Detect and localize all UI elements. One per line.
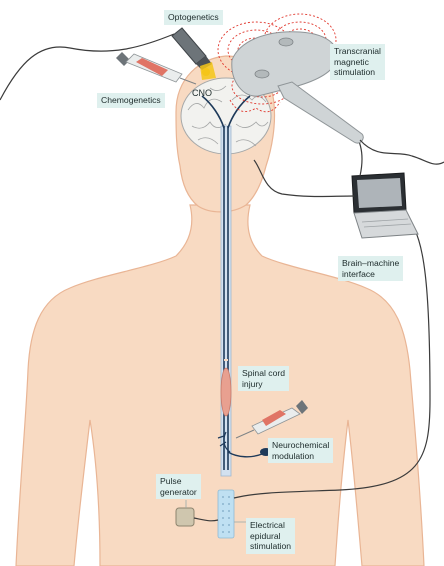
bmi-input-cable [254, 160, 354, 197]
label-electrical-epidural-stimulation: Electrical epidural stimulation [246, 518, 295, 554]
label-transcranial-magnetic-stimulation: Transcranial magnetic stimulation [330, 44, 385, 80]
spinal-cord [221, 126, 231, 476]
optogenetics-icon [172, 28, 212, 70]
label-chemogenetics: Chemogenetics [97, 93, 165, 108]
label-spinal-cord-injury: Spinal cord injury [238, 366, 289, 391]
label-pulse-generator: Pulse generator [156, 474, 201, 499]
spinal-cord-injury [221, 368, 231, 416]
label-optogenetics: Optogenetics [164, 10, 223, 25]
epidural-electrode-array [218, 490, 234, 538]
laptop-icon [352, 173, 418, 238]
label-brain-machine-interface: Brain–machine interface [338, 256, 403, 281]
label-neurochemical-modulation: Neurochemical modulation [268, 438, 333, 463]
tms-cable [360, 140, 444, 164]
chemogenetics-syringe-icon [116, 52, 196, 84]
pulse-generator-device [176, 508, 194, 526]
label-cno: CNO [192, 88, 212, 98]
